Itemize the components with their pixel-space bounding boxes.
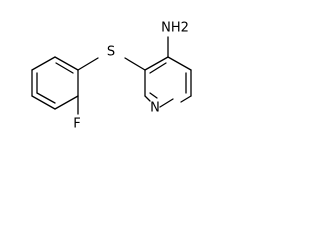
bond-c3p-c4p-inner [36,92,56,104]
fluorine-label: F [73,117,80,132]
fluorobenzene-ring [31,56,79,110]
bond-c3p-c4p [31,95,56,110]
sulfur-label: S [107,45,115,60]
bond-n-inner [149,92,158,99]
pyridine-ring [144,56,192,108]
bond-c2p-c3p [54,95,79,110]
bond-c3-c4 [167,56,192,71]
bond-c5-c6 [180,95,192,103]
chemical-structure-diagram: NH2 S N F [31,21,192,132]
bond-s-c1prime [77,57,99,71]
bond-c5p-c6p [31,56,56,71]
amine-label: NH2 [161,21,189,36]
bond-n-c2 [144,95,151,102]
bond-c6-n [159,98,174,108]
bond-c2-s [124,57,146,71]
bond-c2-inner [149,62,167,74]
bond-c2-c3 [144,56,169,71]
bond-c6p-c1p [54,56,79,71]
nitrogen-label: N [150,101,160,116]
bond-c1p-c6p-inner [55,62,74,74]
